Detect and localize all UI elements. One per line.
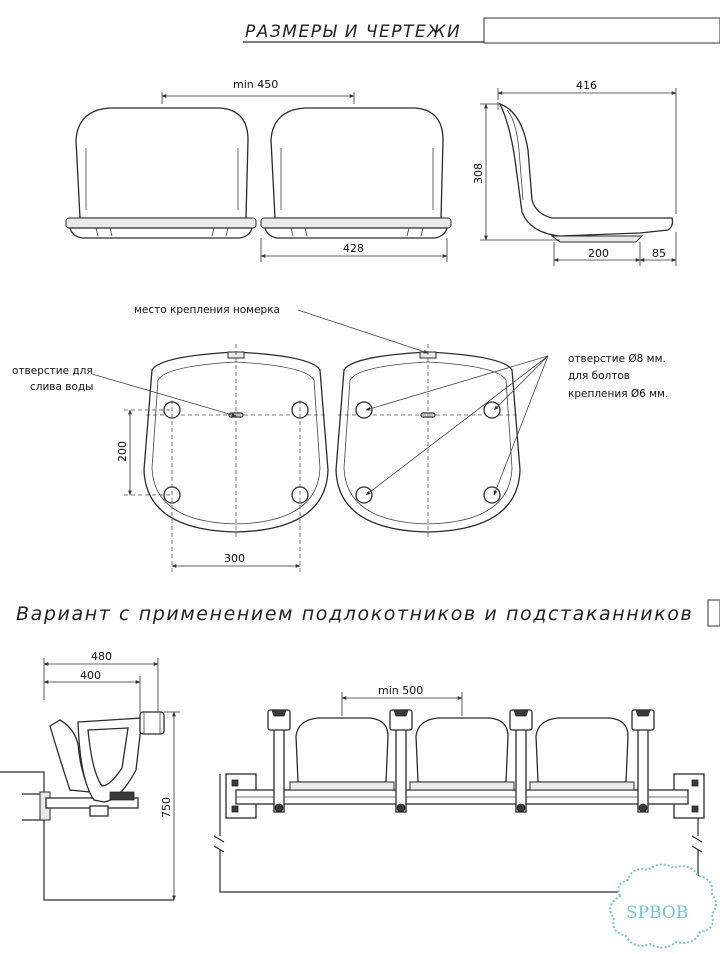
bolt-hole: [483, 401, 501, 419]
spbob-logo: SPBOB: [609, 863, 717, 949]
front-seat-left: [75, 107, 249, 219]
dim-armrest-total: 480: [91, 650, 112, 663]
side-view: 416 308 200 85: [472, 79, 677, 266]
dim-armrest-inner: 400: [80, 669, 101, 682]
armrest-post: [631, 709, 655, 813]
cup-holder: [139, 711, 165, 735]
front-seat-right: [270, 107, 444, 219]
armrest-post: [389, 709, 413, 813]
section2-title: Вариант с применением подлокотников и по…: [16, 603, 693, 625]
dim-side-base: 200: [588, 247, 609, 260]
dim-front-min-width: min 450: [233, 78, 278, 91]
title-frame: [483, 17, 720, 44]
row-seat-3: [535, 717, 629, 783]
armrest-post: [267, 709, 291, 813]
title-block: РАЗМЕРЫ И ЧЕРТЕЖИ: [243, 17, 720, 44]
section2-heading-block: Вариант с применением подлокотников и по…: [16, 599, 720, 627]
logo-text: SPBOB: [626, 903, 688, 923]
front-view: min 450 428: [65, 78, 452, 262]
dim-side-tail: 85: [652, 247, 666, 260]
label-number-plate: место крепления номерка: [134, 304, 280, 316]
label-bolt-line3: крепления Ø6 мм.: [568, 388, 668, 400]
armrest-post: [509, 709, 533, 813]
bolt-hole: [355, 486, 373, 504]
label-drain-line1: отверстие для: [12, 365, 93, 377]
dim-side-height: 308: [472, 163, 485, 184]
dim-front-total-width: 428: [343, 242, 364, 255]
label-drain-line2: слива воды: [30, 381, 93, 393]
label-bolt-line1: отверстие Ø8 мм.: [568, 353, 666, 365]
bottom-view: 200 300 место крепления номерка отверсти…: [12, 304, 668, 572]
dim-side-depth: 416: [576, 79, 597, 92]
row-seat-2: [415, 717, 509, 783]
dim-bottom-vertical: 200: [116, 441, 129, 462]
dim-armrest-height: 750: [160, 797, 173, 818]
bolt-hole: [355, 401, 373, 419]
dim-row-pitch: min 500: [378, 684, 423, 697]
row-seat-1: [295, 717, 389, 783]
page-title: РАЗМЕРЫ И ЧЕРТЕЖИ: [245, 22, 461, 42]
side-seat-profile: [498, 102, 674, 237]
dim-bottom-horizontal: 300: [224, 552, 245, 565]
label-bolt-line2: для болтов: [568, 370, 630, 382]
armrest-side-view: 480 400 750: [0, 650, 180, 901]
row-front-view: min 500: [213, 684, 705, 893]
bolt-hole: [483, 486, 501, 504]
